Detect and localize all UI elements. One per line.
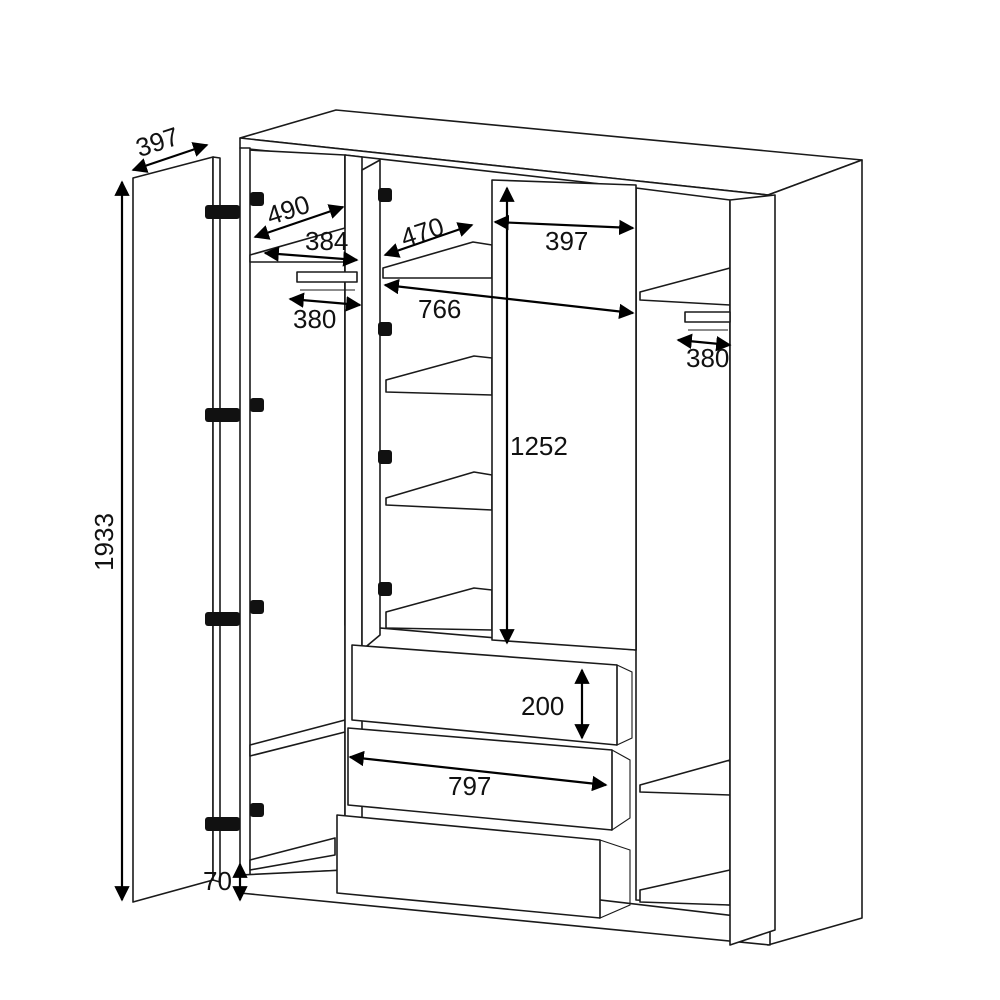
mirror-height-label: 1252 — [510, 431, 568, 461]
drawer-height-label: 200 — [521, 691, 564, 721]
mirror-width-label: 397 — [545, 226, 588, 256]
dimension-lines — [114, 142, 732, 902]
rail-right-label: 380 — [686, 343, 729, 373]
left-door — [132, 156, 221, 903]
shelf-width-left-label: 384 — [305, 226, 348, 256]
rail-left — [296, 271, 358, 291]
total-height-label: 1933 — [89, 513, 119, 571]
inner-width-label: 766 — [418, 294, 461, 324]
middle-door — [361, 159, 381, 651]
drawer-width-label: 797 — [448, 771, 491, 801]
rail-right — [684, 311, 731, 331]
hinge-icon — [205, 188, 392, 831]
drawer-bottom — [336, 814, 631, 919]
plinth-height-label: 70 — [203, 866, 232, 896]
drawer-top — [351, 644, 633, 746]
rail-left-label: 380 — [293, 304, 336, 334]
